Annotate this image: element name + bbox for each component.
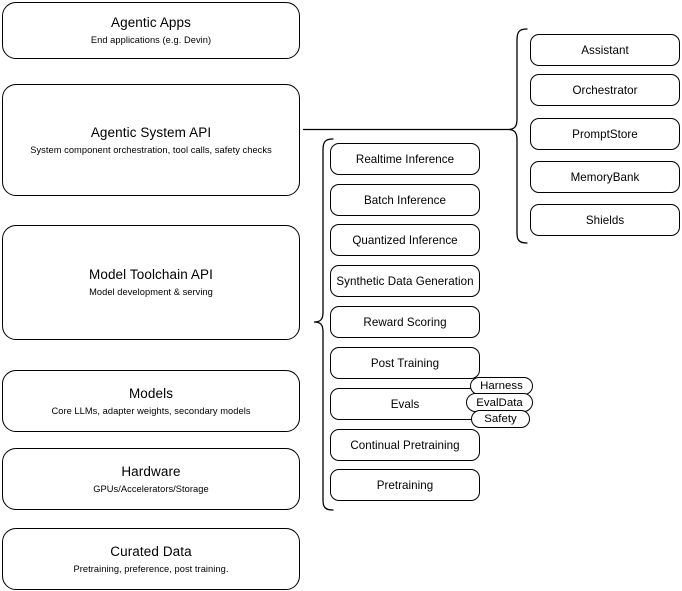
layer-subtitle: Model development & serving: [89, 287, 213, 297]
layer-title: Model Toolchain API: [89, 267, 213, 282]
evals-capsule-label: Harness: [480, 380, 523, 392]
toolchain-item-continual-pretraining[interactable]: Continual Pretraining: [330, 429, 480, 461]
layer-title: Agentic Apps: [110, 15, 191, 30]
toolchain-item-reward-scoring[interactable]: Reward Scoring: [330, 306, 480, 338]
agentic-component-label: Orchestrator: [572, 83, 638, 97]
layer-title: Hardware: [121, 463, 181, 479]
toolchain-item-label: Quantized Inference: [352, 233, 458, 247]
layer-subtitle: Pretraining, preference, post training.: [73, 563, 229, 574]
agentic-component-label: Assistant: [581, 43, 629, 57]
toolchain-item-label: Pretraining: [376, 478, 434, 492]
agentic-component-memorybank[interactable]: MemoryBank: [530, 161, 680, 193]
toolchain-item-synthetic-data-generation[interactable]: Synthetic Data Generation: [330, 265, 480, 297]
toolchain-item-quantized-inference[interactable]: Quantized Inference: [330, 224, 480, 256]
evals-capsule-label: Safety: [484, 413, 517, 425]
agentic-component-label: MemoryBank: [570, 170, 640, 184]
agentic-component-promptstore[interactable]: PromptStore: [530, 118, 680, 150]
agentic-component-assistant[interactable]: Assistant: [530, 34, 680, 66]
layer-title: Agentic System API: [90, 124, 212, 140]
agentic-component-label: Shields: [585, 213, 625, 227]
evals-capsule-label: EvalData: [476, 396, 523, 409]
toolchain-item-label: Reward Scoring: [363, 315, 447, 329]
toolchain-item-evals[interactable]: Evals: [330, 388, 480, 420]
toolchain-item-batch-inference[interactable]: Batch Inference: [330, 184, 480, 216]
layer-card-agentic-apps[interactable]: Agentic Apps End applications (e.g. Devi…: [2, 2, 300, 59]
toolchain-item-label: Realtime Inference: [355, 152, 455, 166]
toolchain-item-realtime-inference[interactable]: Realtime Inference: [330, 143, 480, 175]
layer-subtitle: System component orchestration, tool cal…: [30, 144, 272, 155]
agentic-component-label: PromptStore: [572, 127, 638, 141]
layer-subtitle: End applications (e.g. Devin): [90, 35, 212, 45]
layer-subtitle: GPUs/Accelerators/Storage: [93, 483, 209, 494]
layer-title: Curated Data: [110, 543, 192, 559]
layer-card-agentic-system-api[interactable]: Agentic System API System component orch…: [2, 84, 300, 196]
layer-card-hardware[interactable]: Hardware GPUs/Accelerators/Storage: [2, 448, 300, 510]
toolchain-item-label: Synthetic Data Generation: [336, 274, 474, 288]
toolchain-item-label: Batch Inference: [364, 193, 446, 207]
toolchain-item-pretraining[interactable]: Pretraining: [330, 469, 480, 501]
layer-title: Models: [128, 385, 174, 401]
toolchain-item-post-training[interactable]: Post Training: [330, 347, 480, 379]
layer-subtitle: Core LLMs, adapter weights, secondary mo…: [51, 405, 251, 416]
layer-card-models[interactable]: Models Core LLMs, adapter weights, secon…: [2, 370, 300, 432]
agentic-component-shields[interactable]: Shields: [530, 204, 680, 236]
toolchain-item-label: Evals: [390, 397, 420, 411]
agentic-component-orchestrator[interactable]: Orchestrator: [530, 74, 680, 106]
evals-capsule-safety[interactable]: Safety: [471, 410, 530, 428]
toolchain-item-label: Continual Pretraining: [350, 438, 460, 452]
layer-card-curated-data[interactable]: Curated Data Pretraining, preference, po…: [2, 528, 300, 590]
toolchain-item-label: Post Training: [370, 356, 440, 370]
layer-card-model-toolchain-api[interactable]: Model Toolchain API Model development & …: [2, 225, 300, 340]
